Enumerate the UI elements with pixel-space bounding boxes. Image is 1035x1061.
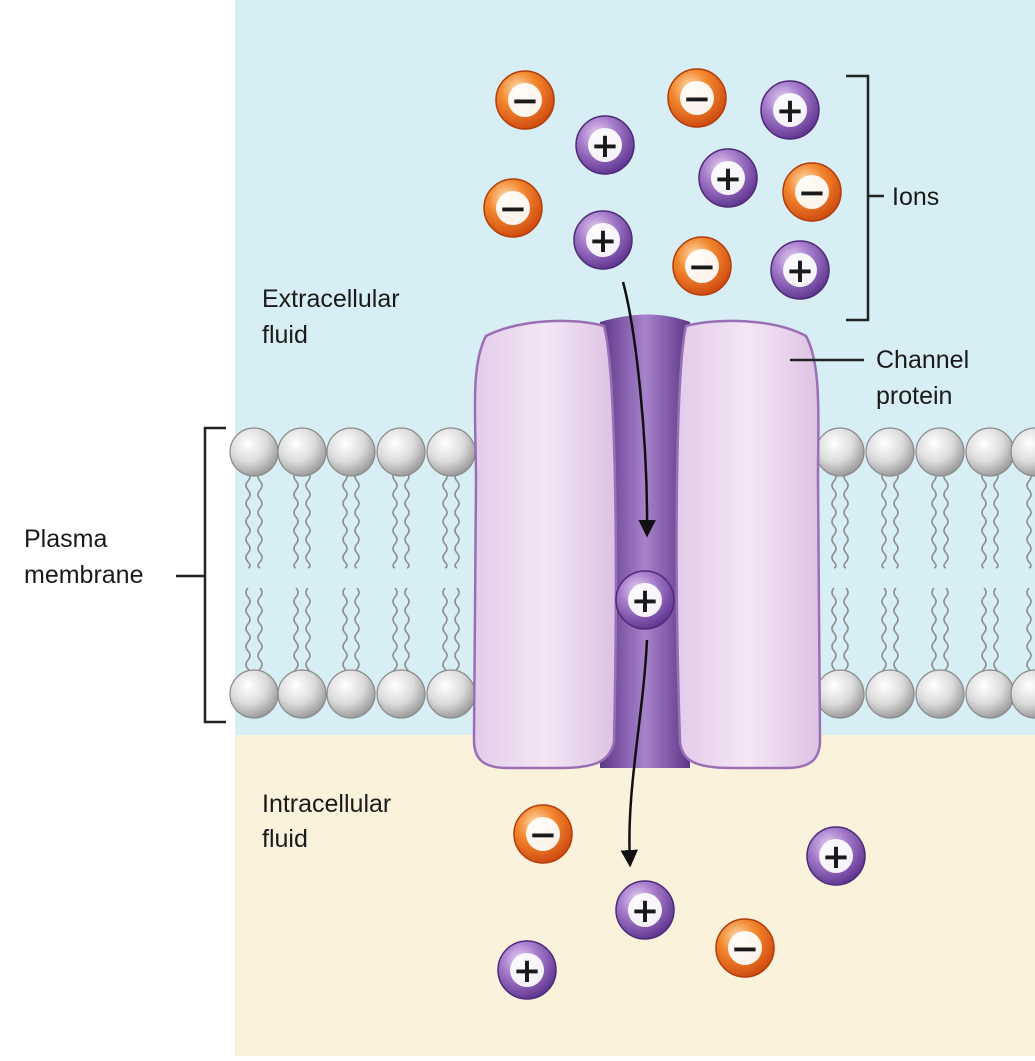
plasma-membrane-bracket [205, 428, 226, 722]
plus-sign: + [513, 951, 542, 991]
minus-sign: − [511, 81, 540, 121]
positive-ion: + [771, 241, 829, 299]
phospholipid-head [916, 428, 964, 476]
intracellular-fluid-label-line1: Intracellular [262, 790, 391, 818]
positive-ion: + [616, 571, 674, 629]
minus-sign: − [798, 173, 827, 213]
phospholipid-head [230, 670, 278, 718]
negative-ion: − [496, 71, 554, 129]
negative-ion: − [514, 805, 572, 863]
phospholipid-head [327, 428, 375, 476]
phospholipid-head [377, 428, 425, 476]
plus-sign: + [776, 91, 805, 131]
positive-ion: + [807, 827, 865, 885]
minus-sign: − [683, 79, 712, 119]
positive-ion: + [699, 149, 757, 207]
channel-protein-label-line2: protein [876, 382, 952, 410]
negative-ion: − [673, 237, 731, 295]
phospholipid-head [377, 670, 425, 718]
plasma-membrane-label-line1: Plasma [24, 525, 107, 553]
plus-sign: + [822, 837, 851, 877]
plus-sign: + [631, 581, 660, 621]
plus-sign: + [589, 221, 618, 261]
positive-ion: + [498, 941, 556, 999]
ions-label: Ions [892, 183, 939, 211]
negative-ion: − [783, 163, 841, 221]
plus-sign: + [714, 159, 743, 199]
negative-ion: − [668, 69, 726, 127]
phospholipid-head [230, 428, 278, 476]
phospholipid-head [866, 670, 914, 718]
channel-protein [474, 315, 820, 769]
phospholipid-head [427, 428, 475, 476]
positive-ion: + [576, 116, 634, 174]
plus-sign: + [631, 891, 660, 931]
channel-protein-left-half [474, 321, 616, 768]
phospholipid-head [427, 670, 475, 718]
plus-sign: + [591, 126, 620, 166]
extracellular-fluid-label-line2: fluid [262, 321, 308, 349]
phospholipid-head [966, 428, 1014, 476]
minus-sign: − [731, 929, 760, 969]
negative-ion: − [716, 919, 774, 977]
negative-ion: − [484, 179, 542, 237]
intracellular-fluid-label-line2: fluid [262, 825, 308, 853]
phospholipid-head [916, 670, 964, 718]
minus-sign: − [499, 189, 528, 229]
phospholipid-head [278, 670, 326, 718]
extracellular-fluid-label-line1: Extracellular [262, 285, 400, 313]
plus-sign: + [786, 251, 815, 291]
plasma-membrane-label-line2: membrane [24, 561, 144, 589]
phospholipid-head [327, 670, 375, 718]
phospholipid-head [816, 428, 864, 476]
minus-sign: − [529, 815, 558, 855]
phospholipid-head [816, 670, 864, 718]
channel-protein-label-line1: Channel [876, 346, 969, 374]
positive-ion: + [761, 81, 819, 139]
channel-protein-right-half [677, 321, 820, 768]
positive-ion: + [616, 881, 674, 939]
minus-sign: − [688, 247, 717, 287]
phospholipid-head [866, 428, 914, 476]
phospholipid-head [278, 428, 326, 476]
phospholipid-head [966, 670, 1014, 718]
positive-ion: + [574, 211, 632, 269]
